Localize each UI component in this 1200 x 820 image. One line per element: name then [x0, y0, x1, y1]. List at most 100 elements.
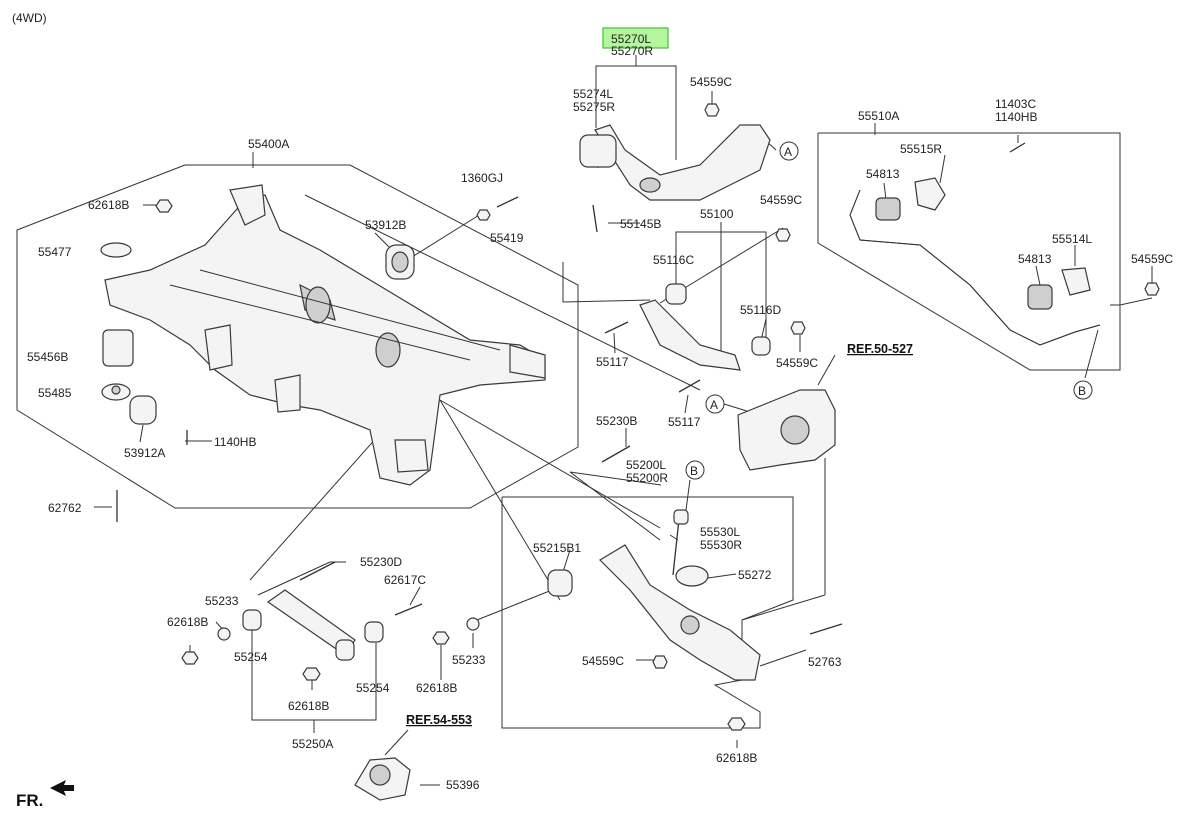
label-55116D[interactable]: 55116D — [740, 303, 781, 317]
label-62618B-a[interactable]: 62618B — [88, 198, 129, 212]
crossmember-55400A[interactable] — [104, 184, 546, 486]
label-54559C-e[interactable]: 54559C — [582, 654, 624, 668]
stabilizer-bar-55510A[interactable] — [849, 189, 1101, 346]
label-62618B-d[interactable]: 62618B — [416, 681, 457, 695]
nut-54559C-b[interactable] — [775, 228, 791, 242]
label-62617C[interactable]: 62617C — [384, 573, 426, 587]
label-55419[interactable]: 55419 — [490, 231, 524, 245]
washer-55233-b[interactable] — [466, 617, 480, 631]
bolt-55230B[interactable] — [601, 445, 631, 463]
nut-54559C-a[interactable] — [704, 103, 720, 117]
label-55116C[interactable]: 55116C — [653, 253, 694, 267]
label-55530R[interactable]: 55530R — [700, 538, 742, 552]
label-54559C-c[interactable]: 54559C — [776, 356, 818, 370]
label-55485[interactable]: 55485 — [38, 386, 72, 400]
label-52763[interactable]: 52763 — [808, 655, 842, 669]
arm-55250A[interactable] — [242, 589, 384, 661]
label-11403C[interactable]: 11403C — [995, 97, 1036, 111]
label-54559C-b[interactable]: 54559C — [760, 193, 802, 207]
nut-54559C-c[interactable] — [790, 321, 806, 335]
label-54813-b[interactable]: 54813 — [1018, 252, 1052, 266]
svg-text:A: A — [784, 145, 792, 159]
bracket-55515R[interactable] — [914, 177, 946, 211]
variant-label: (4WD) — [12, 11, 47, 25]
lower-arm-55200L[interactable] — [547, 544, 761, 681]
label-62618B-c[interactable]: 62618B — [167, 615, 208, 629]
spring-seat-55272[interactable] — [675, 565, 709, 587]
label-53912B[interactable]: 53912B — [365, 218, 406, 232]
bushing-54813-b[interactable] — [1027, 284, 1053, 310]
bushing-54813-a[interactable] — [875, 197, 901, 221]
upper-arm-55270L[interactable] — [579, 124, 771, 201]
nut-62618B-e[interactable] — [302, 667, 321, 681]
label-55396[interactable]: 55396 — [446, 778, 480, 792]
group-outline-55100 — [562, 262, 651, 303]
label-55530L[interactable]: 55530L — [700, 525, 740, 539]
label-54813-a[interactable]: 54813 — [866, 167, 900, 181]
ref-54-553-link[interactable]: REF.54-553 — [406, 713, 472, 727]
label-53912A[interactable]: 53912A — [124, 446, 165, 460]
label-55100[interactable]: 55100 — [700, 207, 734, 221]
bushing-53912A[interactable] — [129, 395, 157, 425]
callout-b-stabilizer: B — [1073, 380, 1093, 400]
bolt-1140HB-b[interactable] — [1009, 142, 1026, 153]
label-55514L[interactable]: 55514L — [1052, 232, 1092, 246]
label-55254-b[interactable]: 55254 — [356, 681, 390, 695]
knuckle[interactable] — [737, 389, 836, 471]
mount-55456B[interactable] — [102, 329, 134, 367]
washer-55233-a[interactable] — [217, 627, 231, 641]
arm-55100[interactable] — [639, 283, 771, 371]
label-62618B-b[interactable]: 62618B — [716, 751, 757, 765]
label-55230B[interactable]: 55230B — [596, 414, 637, 428]
mount-55396[interactable] — [354, 757, 411, 801]
label-55200L[interactable]: 55200L — [626, 458, 666, 472]
label-55200R[interactable]: 55200R — [626, 471, 668, 485]
ref-50-527-link[interactable]: REF.50-527 — [847, 342, 913, 356]
label-55254-a[interactable]: 55254 — [234, 650, 268, 664]
label-55233-a[interactable]: 55233 — [205, 594, 239, 608]
label-55510A[interactable]: 55510A — [858, 109, 899, 123]
label-55230D[interactable]: 55230D — [360, 555, 402, 569]
washer-55485[interactable] — [101, 383, 131, 401]
label-55233-b[interactable]: 55233 — [452, 653, 486, 667]
label-55400A[interactable]: 55400A — [248, 137, 289, 151]
nut-54559C-d[interactable] — [1144, 282, 1160, 296]
label-62762[interactable]: 62762 — [48, 501, 82, 515]
label-54559C-d[interactable]: 54559C — [1131, 252, 1173, 266]
label-55117-b[interactable]: 55117 — [668, 415, 701, 429]
nut-62618B-a[interactable] — [155, 199, 173, 213]
label-1140HB-a[interactable]: 1140HB — [214, 435, 256, 449]
label-55215B1[interactable]: 55215B1 — [533, 541, 581, 555]
bolt-55145B[interactable] — [592, 204, 598, 233]
nut-62618B-c[interactable] — [181, 651, 199, 665]
label-55274L[interactable]: 55274L — [573, 87, 613, 101]
bolt-55230D[interactable] — [299, 561, 336, 581]
bracket-55514L[interactable] — [1061, 267, 1091, 296]
bolt-55419[interactable] — [496, 196, 519, 208]
nut-54559C-e[interactable] — [652, 655, 668, 669]
label-55250A[interactable]: 55250A — [292, 737, 333, 751]
nut-62618B-b[interactable] — [727, 717, 746, 731]
link-55530L[interactable] — [672, 509, 689, 576]
label-1360GJ[interactable]: 1360GJ — [461, 171, 503, 185]
label-55145B[interactable]: 55145B — [620, 217, 661, 231]
label-55275R[interactable]: 55275R — [573, 100, 615, 114]
label-55270R[interactable]: 55270R — [611, 44, 653, 58]
label-55270L[interactable]: 55270L — [611, 32, 651, 46]
washer-55477[interactable] — [100, 242, 132, 258]
nut-1360GJ[interactable] — [476, 209, 491, 221]
bushing-53912B[interactable] — [385, 244, 415, 280]
bolt-62617C[interactable] — [394, 603, 423, 616]
label-55515R[interactable]: 55515R — [900, 142, 942, 156]
label-1140HB-b[interactable]: 1140HB — [995, 110, 1037, 124]
label-62618B-e[interactable]: 62618B — [288, 699, 329, 713]
bolt-55117-a[interactable] — [604, 321, 629, 334]
label-54559C-a[interactable]: 54559C — [690, 75, 732, 89]
label-55272[interactable]: 55272 — [738, 568, 772, 582]
label-55456B[interactable]: 55456B — [27, 350, 68, 364]
bolt-55117-b[interactable] — [678, 379, 701, 393]
label-55117-a[interactable]: 55117 — [596, 355, 629, 369]
nut-62618B-d[interactable] — [432, 631, 450, 645]
label-55477[interactable]: 55477 — [38, 245, 72, 259]
bolt-52763[interactable] — [809, 623, 843, 635]
